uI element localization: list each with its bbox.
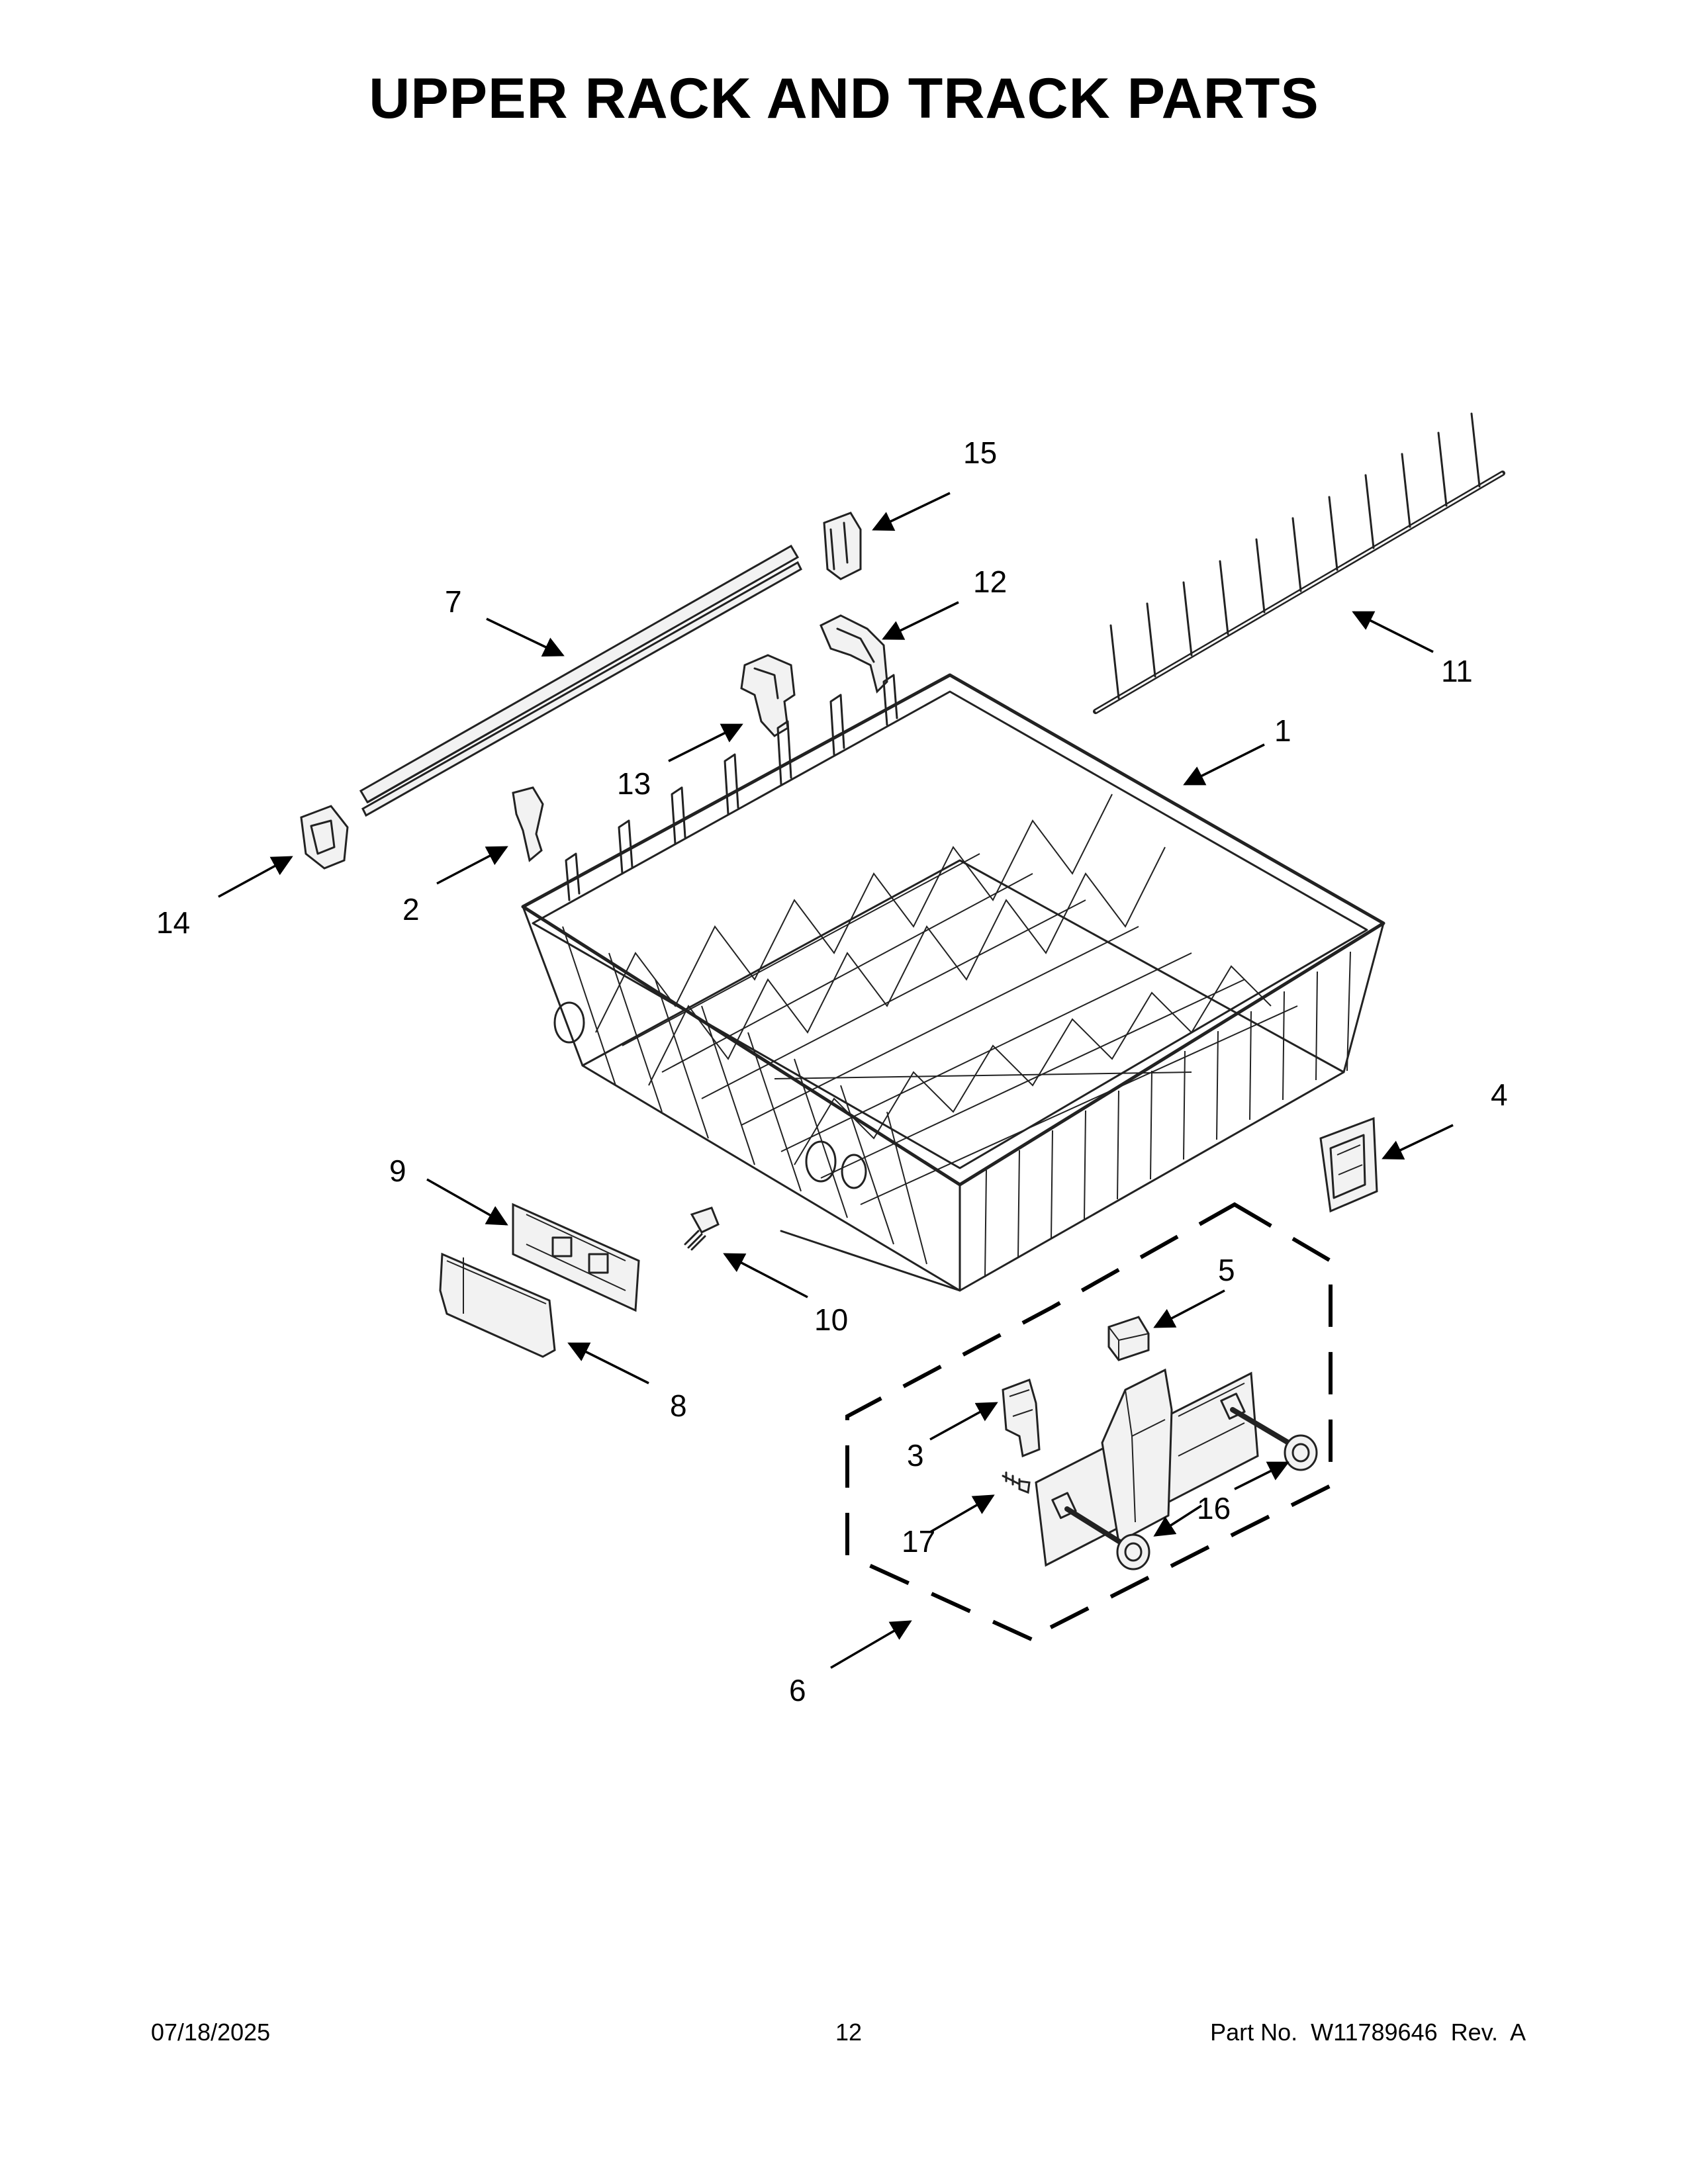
track-rail-part-7 (359, 544, 802, 817)
footer-page-number: 12 (835, 2019, 863, 2046)
callout-2: 2 (402, 892, 420, 927)
tine-row-part-11 (1093, 412, 1505, 714)
adjuster-assembly-outline-part-6 (845, 1202, 1333, 1644)
page-title: UPPER RACK AND TRACK PARTS (369, 67, 1319, 130)
handle-cover-part-8 (439, 1252, 556, 1358)
callout-12: 12 (973, 565, 1007, 599)
adjuster-housing-part-6 (1035, 1368, 1259, 1567)
rack-adjuster-cover-part-4 (1319, 1116, 1378, 1213)
adjuster-clip-part-12 (820, 614, 888, 694)
callout-5: 5 (1218, 1253, 1235, 1287)
callout-16: 16 (1197, 1491, 1231, 1525)
callout-13: 13 (617, 766, 651, 801)
screw-part-17 (1002, 1471, 1031, 1494)
callout-15: 15 (963, 435, 997, 470)
footer-date: 07/18/2025 (151, 2019, 271, 2046)
callout-17: 17 (902, 1524, 935, 1559)
adjuster-button-part-5 (1107, 1316, 1150, 1361)
screw-part-10 (684, 1206, 720, 1251)
footer-part-number: Part No. W11789646 Rev. A (1210, 2019, 1526, 2046)
callout-10: 10 (814, 1302, 848, 1337)
callout-7: 7 (445, 584, 462, 619)
callout-9: 9 (389, 1154, 406, 1188)
clip-part-2 (512, 786, 544, 862)
callout-14: 14 (156, 905, 190, 940)
callout-8: 8 (670, 1388, 687, 1423)
callout-1: 1 (1274, 713, 1291, 748)
adjuster-clip-part-13 (740, 654, 796, 737)
release-lever-part-3 (1002, 1379, 1041, 1458)
track-end-stop-part-15 (823, 512, 862, 580)
track-front-stop-part-14 (300, 805, 349, 870)
leader-arrows (218, 492, 1454, 1669)
rack-wheel-part-16 (1064, 1407, 1318, 1570)
callout-4: 4 (1491, 1077, 1508, 1112)
upper-rack-basket-part-1 (521, 673, 1385, 1292)
handle-base-part-9 (512, 1203, 640, 1312)
callout-labels: 1 2 3 4 5 6 7 8 9 10 11 12 13 14 15 16 1… (156, 435, 1508, 1707)
callout-6: 6 (789, 1673, 806, 1707)
callout-11: 11 (1441, 654, 1473, 688)
callout-3: 3 (907, 1438, 924, 1473)
